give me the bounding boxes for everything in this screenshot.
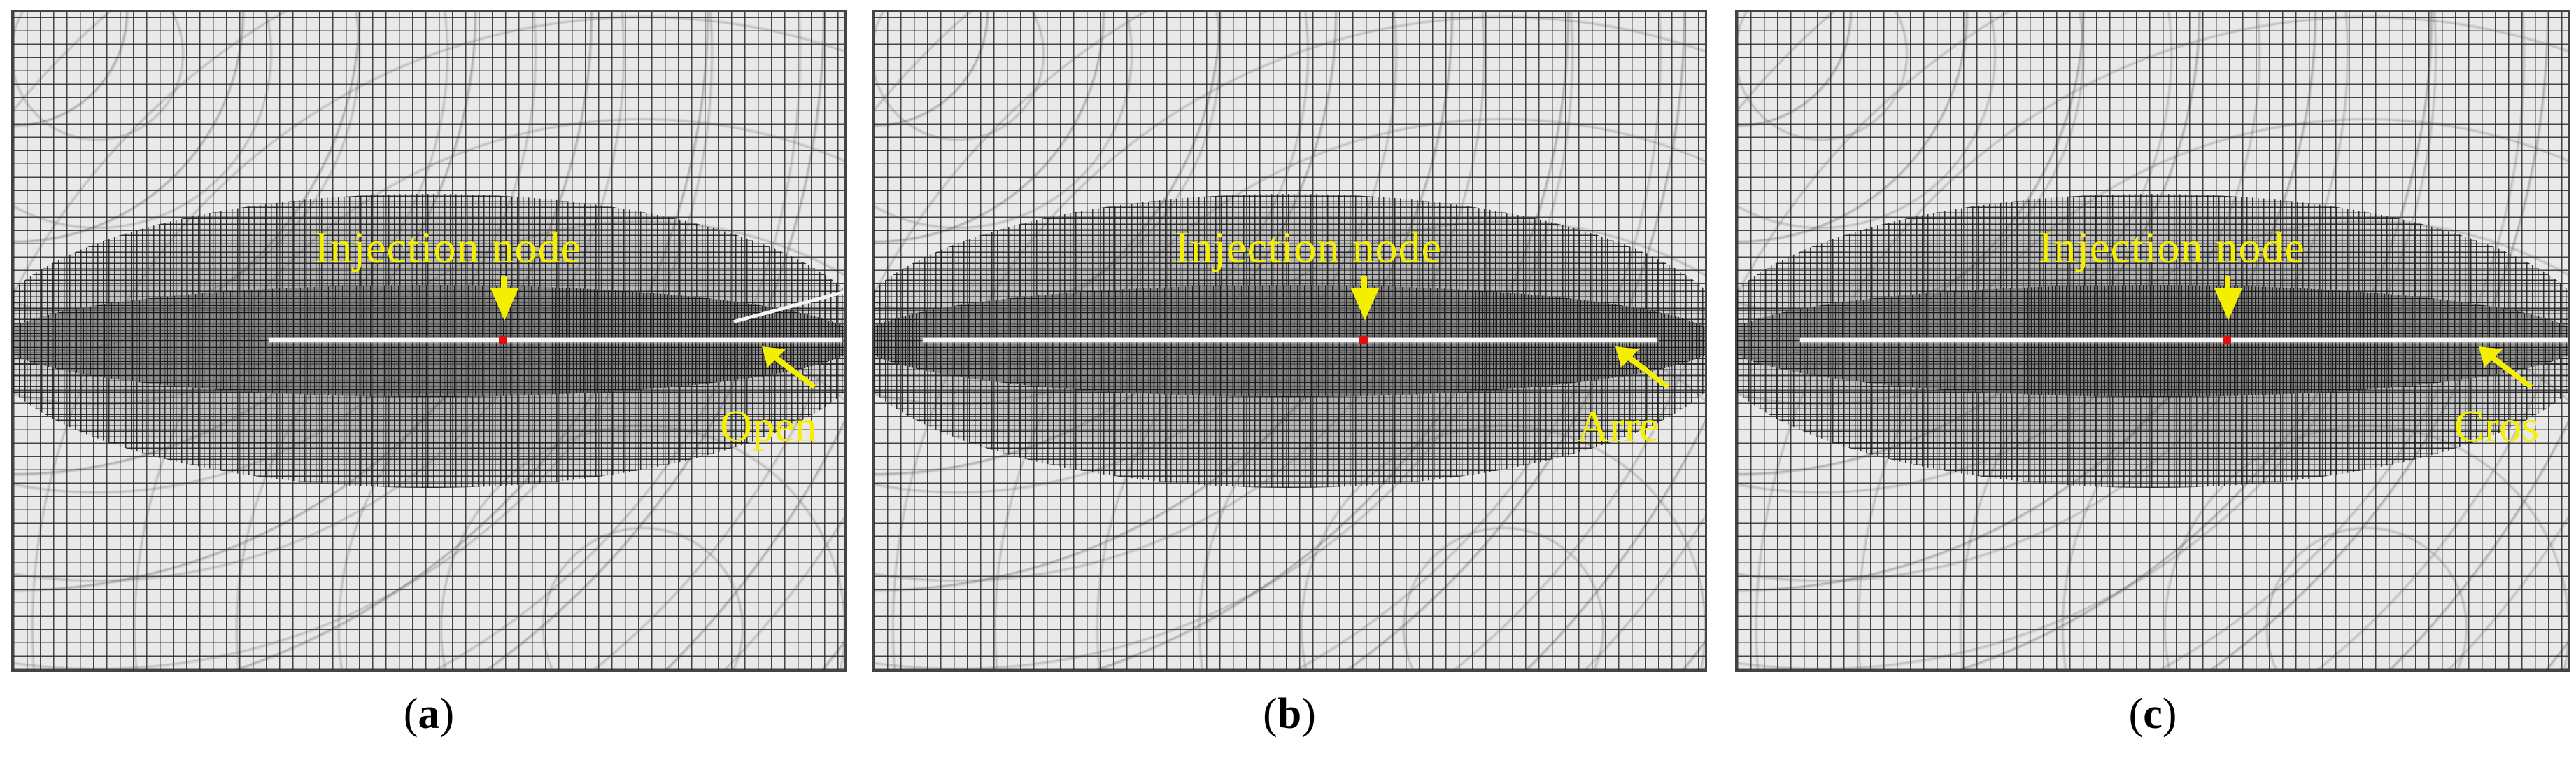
arrow-stem (2225, 276, 2230, 293)
arrow-stem (1361, 276, 1367, 293)
arrow-up-left-icon (1615, 346, 1670, 388)
injection-node-marker (499, 336, 507, 344)
panel-a: Injection node Open (a) (11, 0, 847, 758)
mesh-view-c: Injection node Cros (1735, 10, 2570, 672)
panel-c: Injection node Cros (c) (1735, 0, 2570, 758)
panel-caption-c: (c) (2128, 690, 2177, 738)
injection-node-marker (2223, 336, 2231, 344)
hydraulic-fracture-line (923, 338, 1657, 342)
injection-node-label: Injection node (1175, 223, 1442, 272)
arrow-down-icon (1351, 288, 1379, 321)
arrow-stem (501, 276, 507, 293)
panel-b: Injection node Arre (b) (872, 0, 1707, 758)
panel-caption-b: (b) (1263, 690, 1316, 738)
fracture-tip-label: Open (720, 401, 817, 451)
fracture-tip-label: Arre (1577, 401, 1659, 451)
mesh-view-b: Injection node Arre (872, 10, 1707, 672)
mesh-view-a: Injection node Open (11, 10, 847, 672)
injection-node-marker (1359, 336, 1368, 344)
hydraulic-fracture-line (1800, 338, 2568, 342)
arrow-up-left-icon (2479, 346, 2533, 388)
injection-node-label: Injection node (314, 223, 581, 272)
arrow-up-left-icon (762, 346, 816, 388)
panel-caption-a: (a) (403, 690, 455, 738)
injection-node-label: Injection node (2038, 223, 2305, 272)
arrow-down-icon (490, 288, 518, 321)
hydraulic-fracture-line (269, 338, 842, 342)
fracture-tip-label: Cros (2454, 401, 2539, 451)
arrow-down-icon (2214, 288, 2242, 321)
